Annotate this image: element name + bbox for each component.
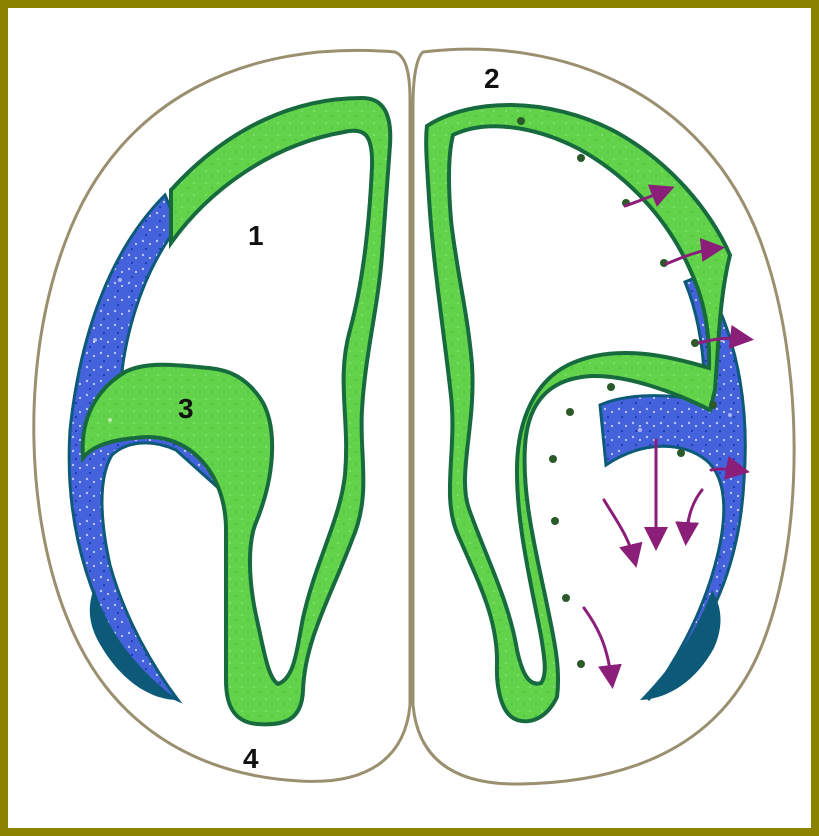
label-1: 1 — [248, 220, 264, 251]
label-3: 3 — [178, 393, 194, 424]
label-4: 4 — [243, 743, 259, 774]
label-2: 2 — [484, 63, 500, 94]
